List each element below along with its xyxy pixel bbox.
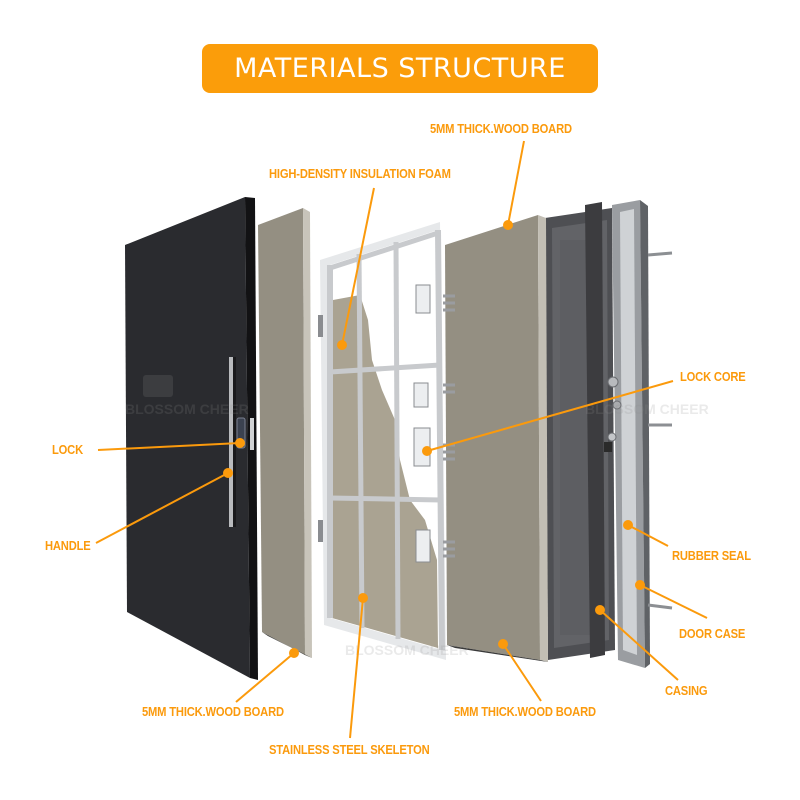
leader-lock <box>97 442 241 451</box>
watermarks: BLOSSOM CHEER BLOSSOM CHEER BLOSSOM CHEE… <box>125 375 709 658</box>
leader-dot-lock-core <box>422 446 432 456</box>
title-banner: MATERIALS STRUCTURE <box>202 44 598 93</box>
leader-casing <box>599 609 679 681</box>
handle-bar <box>229 357 233 527</box>
page-title: MATERIALS STRUCTURE <box>234 53 566 84</box>
label-lock: LOCK <box>52 442 83 457</box>
lock-core-hardware <box>604 376 622 452</box>
label-steel-skeleton: STAINLESS STEEL SKELETON <box>269 742 430 757</box>
leader-insulation-foam <box>341 187 375 346</box>
label-casing: CASING <box>665 683 708 698</box>
leader-dot-insulation-foam <box>337 340 347 350</box>
watermark: BLOSSOM CHEER <box>125 401 249 417</box>
label-door-case: DOOR CASE <box>679 626 746 641</box>
leader-rubber-seal <box>627 524 669 547</box>
leader-door-case <box>639 584 708 619</box>
leader-dot-steel-skeleton <box>358 593 368 603</box>
anchor-bolt <box>647 251 673 257</box>
leader-dot-wood-board-bottom-left <box>289 648 299 658</box>
label-wood-board-top: 5MM THICK.WOOD BOARD <box>430 121 572 136</box>
leader-dot-door-case <box>635 580 645 590</box>
leader-dot-casing <box>595 605 605 615</box>
leader-wood-board-top <box>507 140 525 226</box>
label-lock-core: LOCK CORE <box>680 369 746 384</box>
casing <box>585 202 605 658</box>
label-insulation-foam: HIGH-DENSITY INSULATION FOAM <box>269 166 451 181</box>
label-wood-board-bottom-left: 5MM THICK.WOOD BOARD <box>142 704 284 719</box>
leader-wood-board-bottom-right <box>502 643 542 702</box>
leader-dot-lock <box>235 438 245 448</box>
watermark: BLOSSOM CHEER <box>585 401 709 417</box>
leader-dot-rubber-seal <box>623 520 633 530</box>
label-rubber-seal: RUBBER SEAL <box>672 548 751 563</box>
wood-board-left <box>258 208 312 658</box>
leader-dot-wood-board-top <box>503 220 513 230</box>
leader-dot-wood-board-bottom-right <box>498 639 508 649</box>
label-wood-board-bottom-right: 5MM THICK.WOOD BOARD <box>454 704 596 719</box>
anchor-bolt <box>647 603 673 610</box>
steel-skeleton <box>318 222 455 660</box>
leader-lines <box>95 140 708 739</box>
door-case <box>612 200 673 668</box>
leader-handle <box>95 472 229 544</box>
watermark: BLOSSOM CHEER <box>345 642 469 658</box>
wood-board-right <box>445 215 548 662</box>
leader-dot-handle <box>223 468 233 478</box>
leader-lock-core <box>426 380 674 452</box>
label-handle: HANDLE <box>45 538 91 553</box>
leader-wood-board-bottom-left <box>235 652 295 703</box>
leader-steel-skeleton <box>349 597 364 739</box>
